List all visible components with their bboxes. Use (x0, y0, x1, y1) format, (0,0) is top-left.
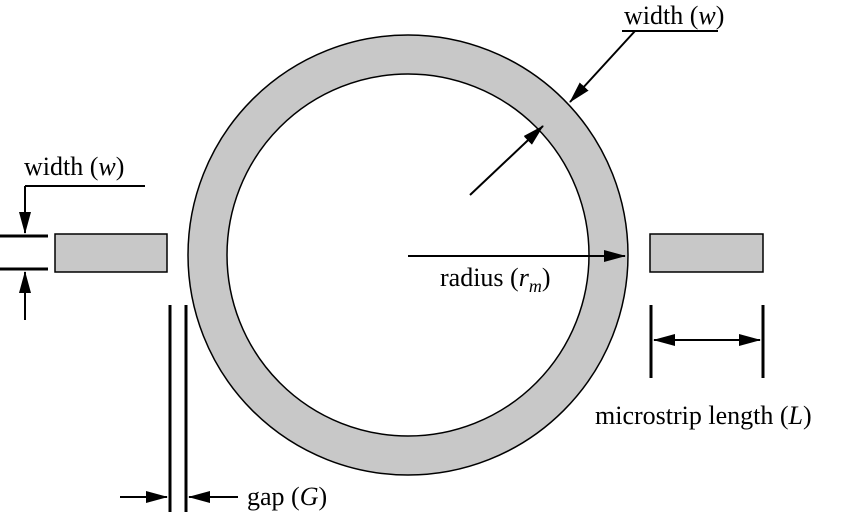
gap-label: gap (G) (247, 482, 327, 511)
feed-width-label: width (w) (24, 152, 124, 181)
right-feed-line (649, 233, 764, 273)
ring-width-outer-arrow (569, 30, 636, 103)
gap-annotation: gap (G) (120, 305, 327, 512)
length-label: microstrip length (L) (595, 401, 812, 430)
radius-label: radius (rm) (440, 263, 551, 296)
ring-width-annotation: width (w) (469, 1, 724, 196)
ring-width-inner-arrow (469, 125, 544, 196)
ring-resonator (187, 34, 629, 476)
feed-width-annotation: width (w) (0, 152, 145, 320)
radius-annotation: radius (rm) (408, 250, 626, 296)
ring-width-label: width (w) (624, 1, 724, 30)
left-feed-line (54, 233, 168, 273)
length-annotation: microstrip length (L) (595, 305, 812, 430)
